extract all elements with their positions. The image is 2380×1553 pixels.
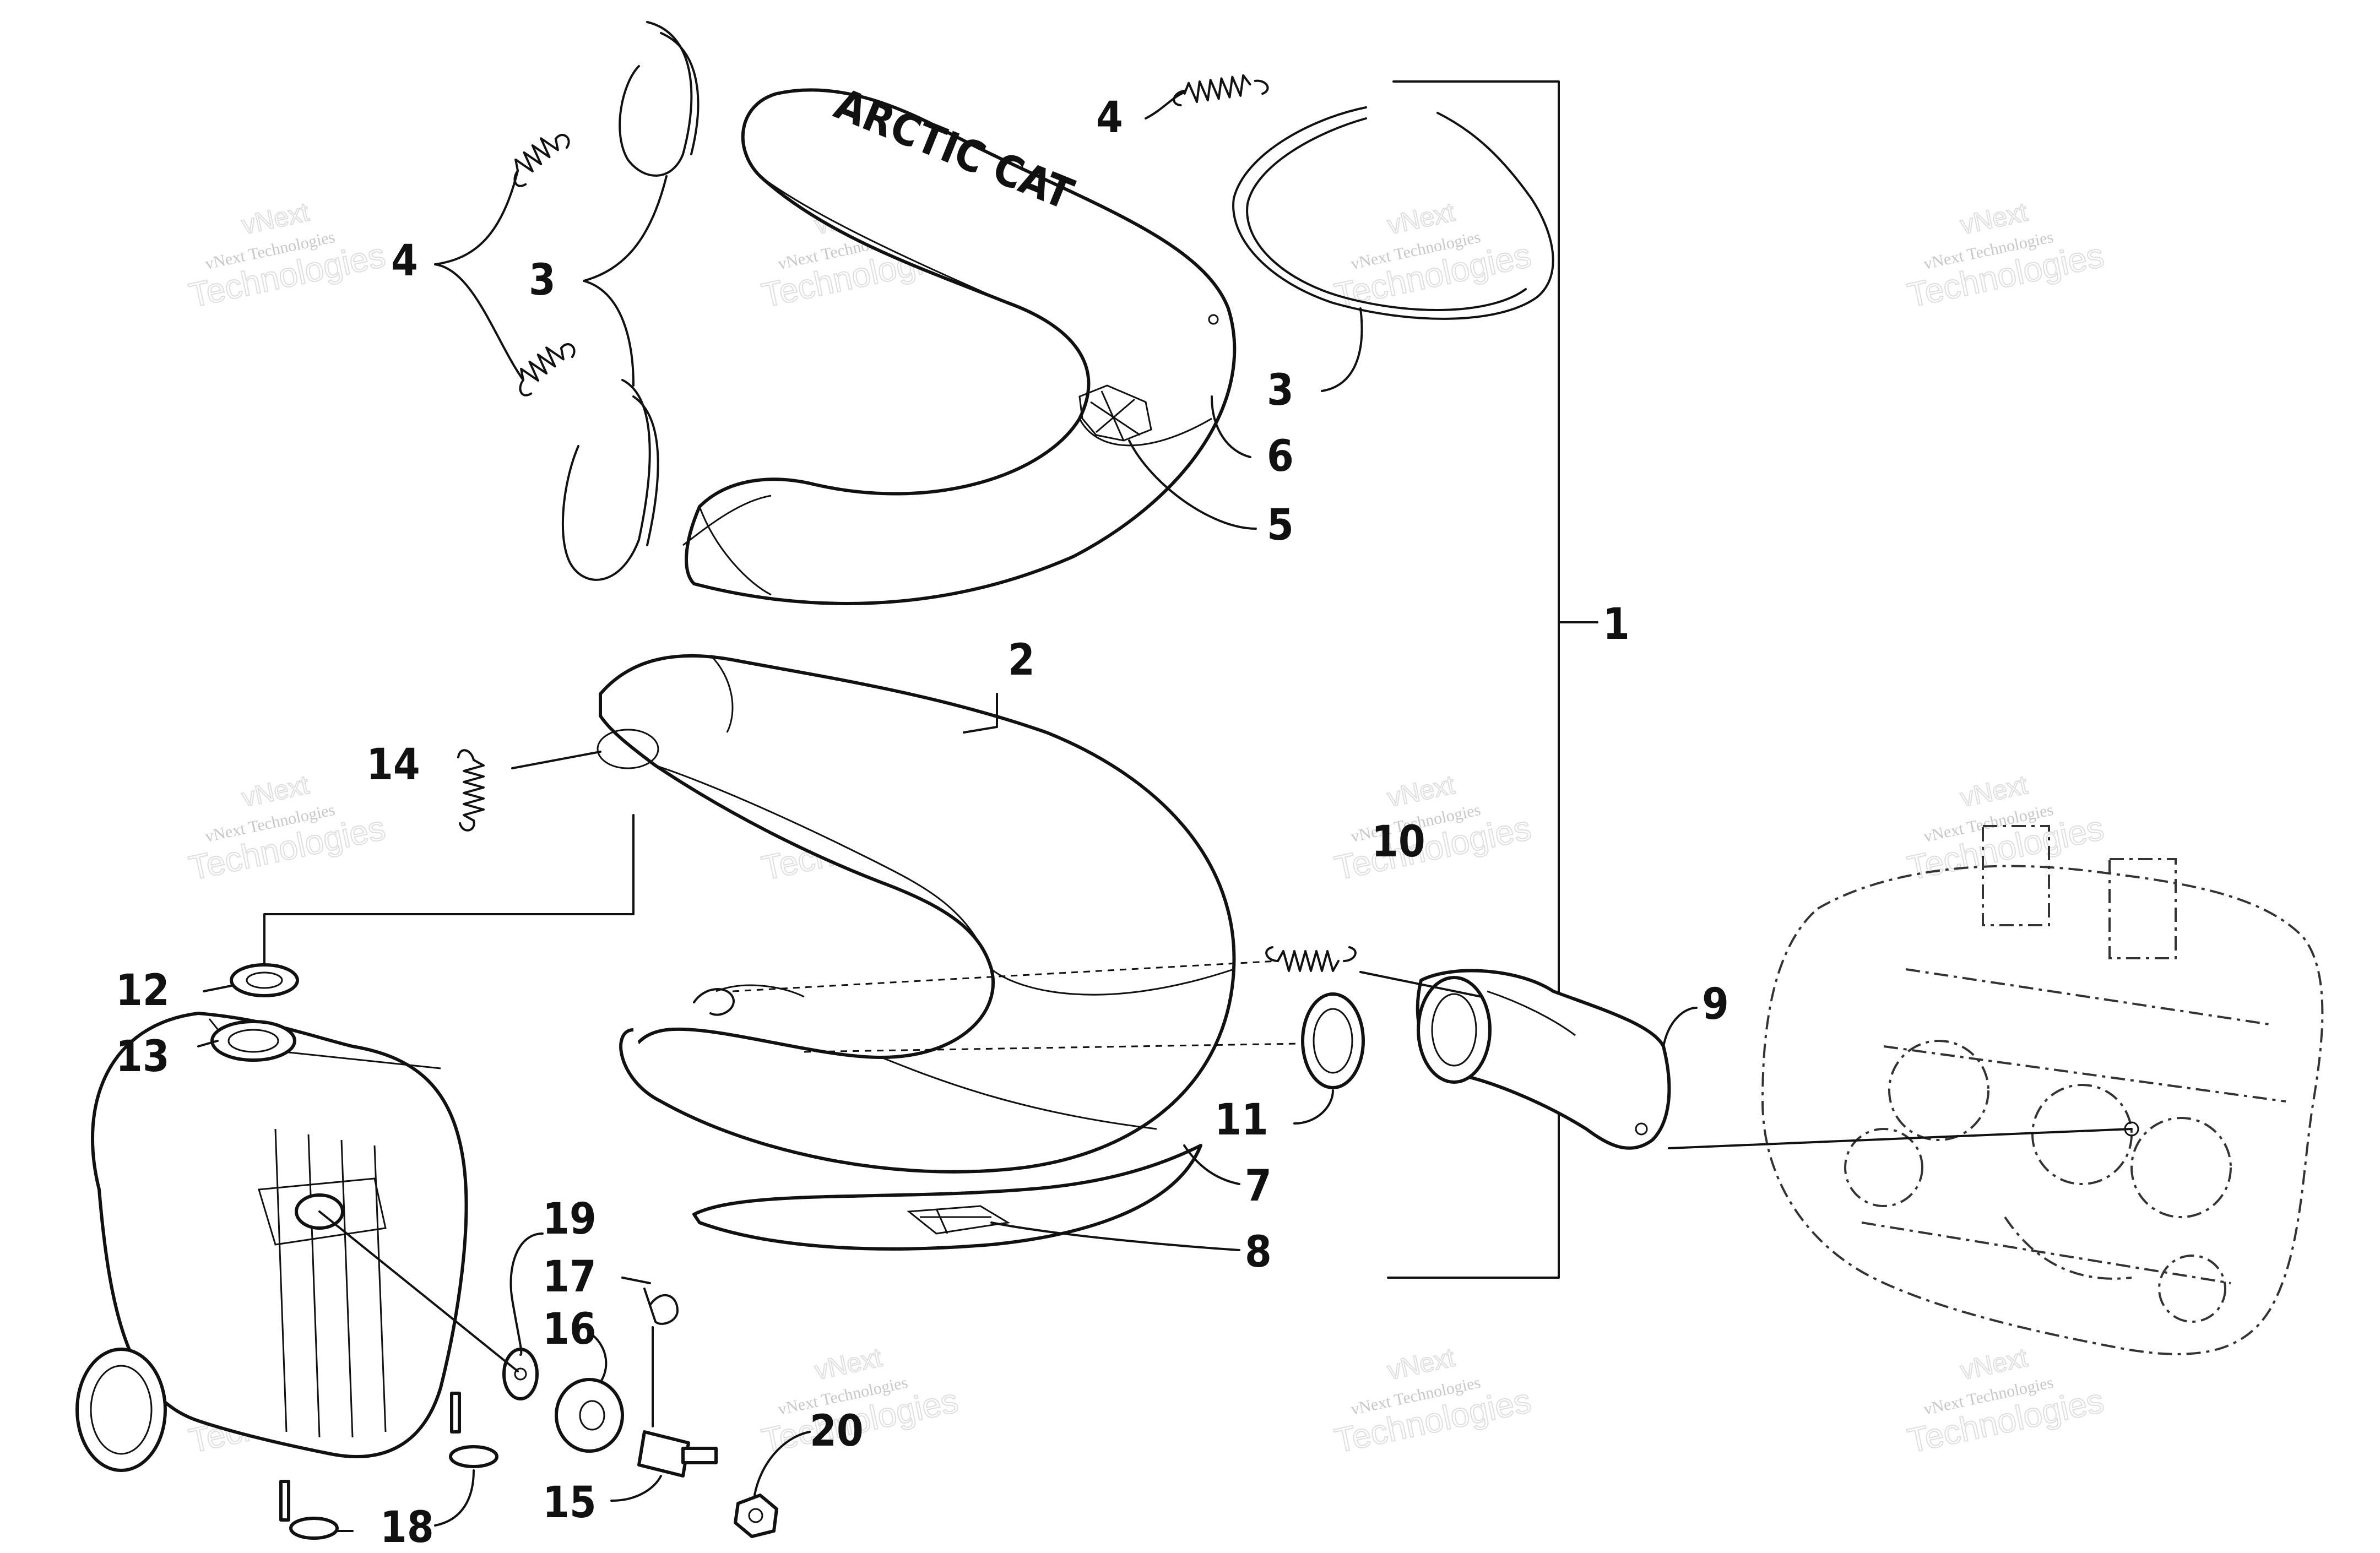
svg-text:vNext: vNext xyxy=(1385,1343,1457,1386)
callout-5: 5 xyxy=(1267,501,1294,550)
callout-12: 12 xyxy=(116,966,170,1016)
callout-4-top: 4 xyxy=(1096,93,1123,143)
expansion-chamber xyxy=(597,654,1236,1251)
watermark-4: vNext vNext Technologies Technologies xyxy=(1904,197,2107,316)
washer-19 xyxy=(502,1348,539,1400)
svg-text:vNext: vNext xyxy=(239,770,311,813)
alignment-dashed-upper xyxy=(732,960,1278,992)
spring-10 xyxy=(1265,946,1357,972)
callout-7: 7 xyxy=(1245,1161,1272,1211)
chamber-spring-hook xyxy=(693,988,735,1016)
manifold-bolt-hole xyxy=(1635,1122,1648,1136)
watermark-1: vNext vNext Technologies Technologies xyxy=(185,197,389,316)
callout-9: 9 xyxy=(1702,980,1729,1029)
spring-4-top xyxy=(1173,74,1269,107)
chamber-outlet xyxy=(597,729,659,769)
spring-14 xyxy=(457,749,485,832)
callout-13: 13 xyxy=(116,1032,170,1082)
svg-text:vNext: vNext xyxy=(812,1343,884,1386)
callout-2: 2 xyxy=(1008,636,1035,685)
muffler xyxy=(75,1012,468,1522)
leader-lines xyxy=(197,91,2133,1532)
callout-15: 15 xyxy=(543,1478,597,1528)
heat-shield-rivet xyxy=(1208,314,1219,325)
insulation-mesh xyxy=(1078,384,1152,442)
callout-8: 8 xyxy=(1245,1228,1272,1277)
spring-4-upper-left xyxy=(513,134,570,187)
callout-3-right: 3 xyxy=(1267,366,1294,415)
callout-20: 20 xyxy=(810,1407,864,1456)
svg-text:vNext: vNext xyxy=(1958,770,2030,813)
grommet-12 xyxy=(230,963,299,997)
callout-14: 14 xyxy=(366,740,420,790)
callout-10: 10 xyxy=(1371,817,1425,867)
exhaust-gasket-11 xyxy=(1301,992,1365,1089)
svg-text:vNext: vNext xyxy=(239,198,311,240)
svg-text:vNext: vNext xyxy=(1958,198,2030,240)
svg-text:vNext: vNext xyxy=(1958,1343,2030,1386)
assembly-bracket xyxy=(1387,80,1560,1279)
alignment-dashed-lower xyxy=(804,1042,1300,1053)
grommet-16 xyxy=(555,1378,624,1453)
exhaust-manifold xyxy=(1416,969,1671,1150)
callout-3-left: 3 xyxy=(529,256,556,305)
engine-block xyxy=(1761,825,2324,1355)
callout-11: 11 xyxy=(1215,1095,1268,1145)
washer-18-left xyxy=(289,1517,339,1540)
watermark-3: vNext vNext Technologies Technologies xyxy=(1331,197,1535,316)
callout-4-left: 4 xyxy=(391,236,418,286)
watermark-8: vNext vNext Technologies Technologies xyxy=(1904,770,2107,888)
cotter-pin-17 xyxy=(643,1288,679,1325)
callout-19: 19 xyxy=(543,1194,597,1244)
callout-16: 16 xyxy=(543,1305,597,1354)
heat-shield: ARCTIC CAT xyxy=(682,79,1237,605)
callout-6: 6 xyxy=(1267,432,1294,481)
lower-insulation-mesh xyxy=(907,1205,1011,1235)
chamber-heat-shield-lower xyxy=(692,1144,1202,1251)
spring-4-lower-left xyxy=(519,343,576,397)
svg-text:vNext: vNext xyxy=(1385,198,1457,240)
fitting-15 xyxy=(637,1430,718,1478)
watermark-7: vNext vNext Technologies Technologies xyxy=(1331,770,1535,888)
watermark-12: vNext vNext Technologies Technologies xyxy=(1904,1343,2107,1461)
watermark-11: vNext vNext Technologies Technologies xyxy=(1331,1343,1535,1461)
muffler-mount-stud-right xyxy=(450,1392,461,1433)
callout-1: 1 xyxy=(1603,600,1630,649)
muffler-mount-stud-left xyxy=(279,1480,290,1522)
washer-18-right xyxy=(449,1445,498,1468)
clamp-strap-top-left xyxy=(619,21,700,177)
callout-17: 17 xyxy=(543,1252,597,1302)
muffler-inlet-grommet xyxy=(210,1020,296,1062)
svg-text:vNext: vNext xyxy=(1385,770,1457,813)
nut-20 xyxy=(734,1494,778,1538)
clamp-strap-bottom-left xyxy=(561,379,659,581)
clamp-strap-right xyxy=(1232,106,1554,320)
callout-18: 18 xyxy=(380,1503,434,1552)
watermark-5: vNext vNext Technologies Technologies xyxy=(185,770,389,888)
